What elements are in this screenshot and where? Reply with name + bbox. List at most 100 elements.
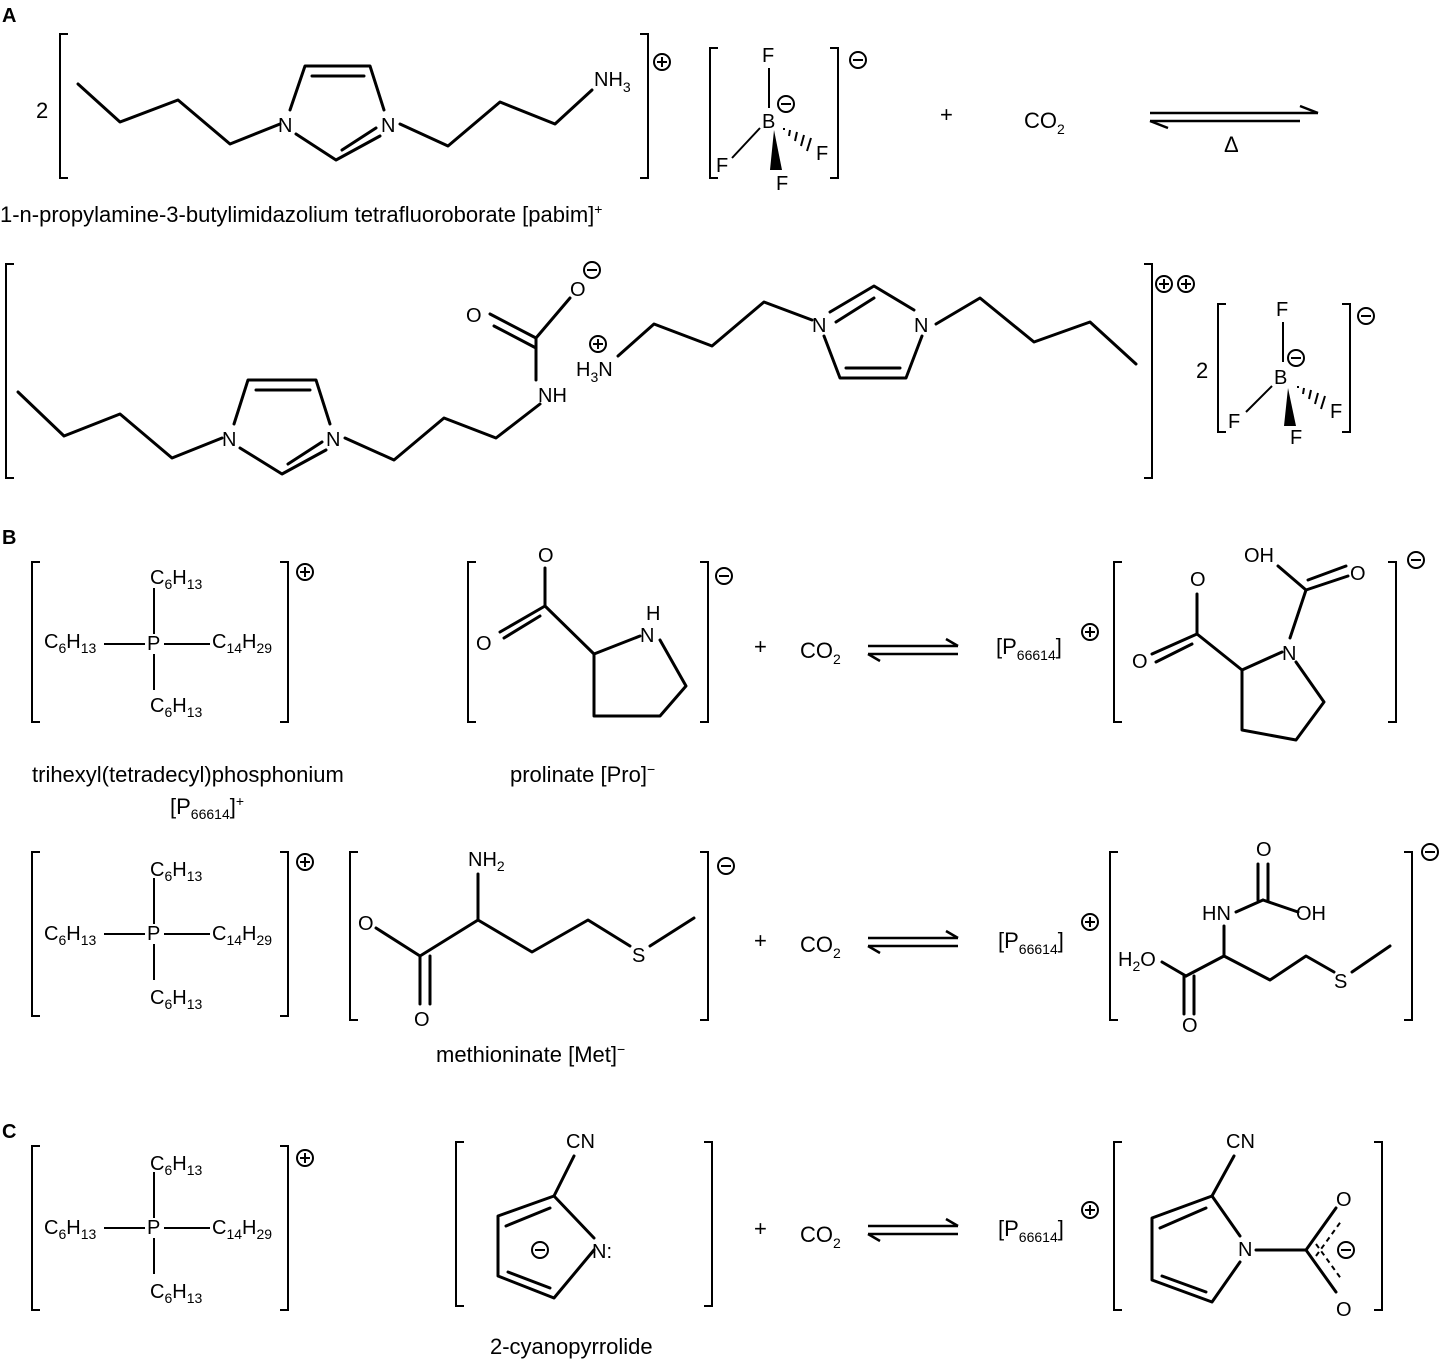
stoich-coefficient: 2	[1196, 358, 1208, 383]
svg-text:CN: CN	[566, 1131, 595, 1153]
butyl-chain	[76, 82, 282, 146]
phosphonium-cation: P C6H13 C6H13 C14H29 C6H13	[31, 561, 314, 723]
svg-text:C14H29: C14H29	[212, 631, 272, 656]
heat-symbol: Δ	[1224, 132, 1239, 157]
p66614-cation: [P66614]	[996, 634, 1062, 663]
stoich-coefficient: 2	[36, 98, 48, 123]
phosphonium-label-line1: trihexyl(tetradecyl)phosphonium	[32, 762, 344, 787]
svg-text:C6H13: C6H13	[44, 1217, 96, 1242]
cyanopyrrolide-label: 2-cyanopyrrolide	[490, 1334, 653, 1359]
svg-text:C6H13: C6H13	[150, 859, 202, 884]
imidazolium-ring-bottom	[822, 334, 924, 380]
propyl-chain	[343, 402, 542, 462]
atom-f: F	[776, 173, 788, 195]
svg-text:NH2: NH2	[468, 849, 505, 874]
phosphonium-cation: P C6H13 C6H13 C14H29 C6H13	[31, 1145, 314, 1311]
svg-text:P: P	[147, 1217, 160, 1239]
svg-text:CN: CN	[1226, 1131, 1255, 1153]
svg-text:C6H13: C6H13	[44, 631, 96, 656]
butyl-chain	[16, 390, 224, 460]
methionine-carbamate: O OH HN H2O O S	[1109, 839, 1439, 1037]
svg-text:S: S	[632, 945, 645, 967]
atom-f: F	[1228, 411, 1240, 433]
bracket-right	[830, 47, 839, 179]
svg-text:O: O	[1182, 1015, 1198, 1037]
svg-text:P: P	[147, 633, 160, 655]
bracket-left	[1217, 303, 1226, 433]
svg-text:O: O	[1256, 839, 1272, 861]
co2: CO2	[1024, 108, 1065, 137]
bracket-left	[709, 47, 718, 179]
bracket-right	[1342, 303, 1351, 433]
svg-text:O: O	[476, 633, 492, 655]
bracket-right	[640, 33, 649, 179]
atom-nh: NH	[538, 385, 567, 407]
atom-b: B	[1274, 367, 1287, 389]
atom-n: N	[914, 315, 928, 337]
hash-bond	[1297, 386, 1326, 410]
co2: CO2	[800, 1222, 841, 1251]
imidazolium-ring-bottom	[294, 132, 382, 162]
atom-n1: N	[278, 115, 292, 137]
co2: CO2	[800, 932, 841, 961]
svg-text:O: O	[1350, 563, 1366, 585]
svg-text:O: O	[414, 1009, 430, 1031]
butyl-chain	[934, 296, 1138, 366]
svg-text:C6H13: C6H13	[150, 1281, 202, 1306]
bracket-right	[1144, 263, 1153, 479]
ammonium-h3n: H3N	[576, 359, 613, 385]
methioninate-anion: NH2 O O S	[349, 849, 735, 1031]
atom-f: F	[762, 45, 774, 67]
svg-text:O: O	[1190, 569, 1206, 591]
svg-text:C6H13: C6H13	[150, 1153, 202, 1178]
phosphonium-cation: P C6H13 C6H13 C14H29 C6H13	[31, 851, 314, 1017]
svg-text:O: O	[1336, 1189, 1352, 1211]
plus-sign: +	[940, 102, 953, 127]
imidazolium-ring-top	[232, 378, 332, 426]
bracket-left	[5, 263, 14, 479]
cyanopyrrolide-anion: CN N:	[455, 1131, 713, 1307]
atom-o: O	[466, 305, 482, 327]
svg-text:S: S	[1334, 971, 1347, 993]
svg-text:H2O: H2O	[1118, 949, 1156, 974]
svg-text:C14H29: C14H29	[212, 1217, 272, 1242]
svg-text:C6H13: C6H13	[150, 567, 202, 592]
panel-label-b: B	[2, 527, 16, 549]
panel-label-c: C	[2, 1121, 16, 1143]
atom-n: N	[326, 429, 340, 451]
panel-label-a: A	[2, 5, 16, 27]
imidazolium-ring-bottom	[238, 446, 328, 476]
atom-f: F	[1290, 427, 1302, 449]
prolinate-anion: O O N H	[467, 545, 733, 723]
imidazolium-ring-top	[828, 284, 916, 314]
proline-carbamate: O O N OH O	[1113, 545, 1425, 742]
atom-b: B	[762, 111, 775, 133]
propyl-chain	[616, 300, 814, 358]
atom-n3: N	[381, 115, 395, 137]
svg-text:P: P	[147, 923, 160, 945]
bracket-left	[59, 33, 68, 179]
svg-text:HN: HN	[1202, 903, 1231, 925]
svg-text:O: O	[1336, 1299, 1352, 1321]
propyl-chain	[398, 88, 594, 148]
svg-text:N:: N:	[592, 1241, 612, 1263]
co2: CO2	[800, 638, 841, 667]
svg-text:N: N	[1282, 643, 1296, 665]
p66614-cation: [P66614]	[998, 1216, 1064, 1245]
svg-text:C6H13: C6H13	[44, 923, 96, 948]
methioninate-label: methioninate [Met]−	[436, 1041, 625, 1067]
atom-f: F	[816, 143, 828, 165]
svg-text:N: N	[640, 625, 654, 647]
imidazolium-ring-top	[288, 64, 386, 112]
equilibrium-arrow	[1149, 104, 1319, 130]
svg-text:O: O	[538, 545, 554, 567]
atom-n: N	[222, 429, 236, 451]
plus-sign: +	[754, 634, 767, 659]
atom-f: F	[1330, 401, 1342, 423]
amine-nh3: NH3	[594, 69, 631, 95]
atom-n: N	[812, 315, 826, 337]
atom-f: F	[716, 155, 728, 177]
svg-text:C6H13: C6H13	[150, 987, 202, 1012]
svg-text:H: H	[646, 603, 660, 625]
